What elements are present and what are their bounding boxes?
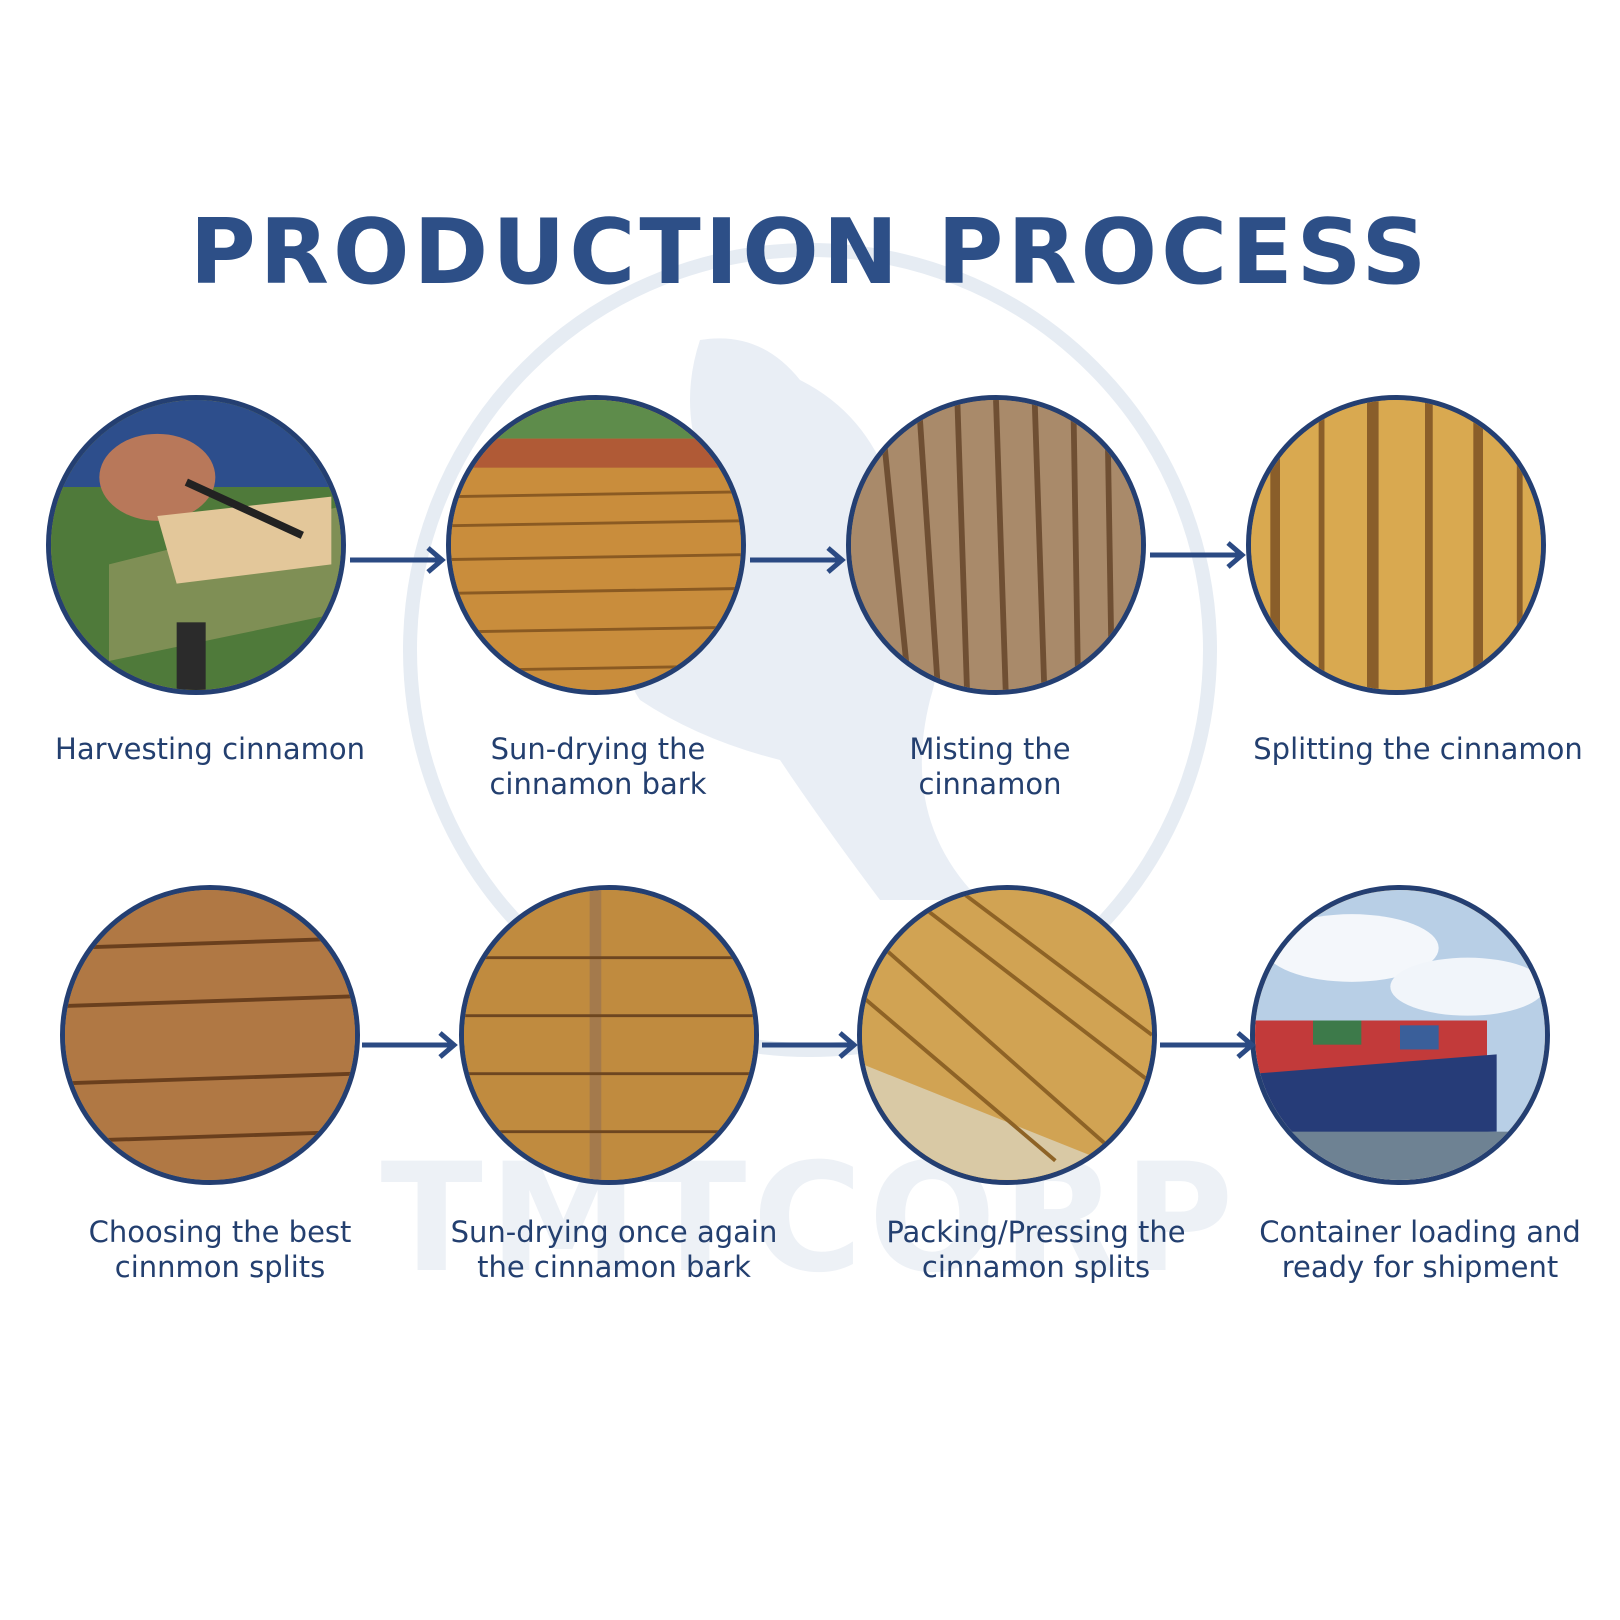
sun-drying-photo xyxy=(446,395,746,695)
container-ship-photo xyxy=(1250,885,1550,1185)
misting-photo xyxy=(846,395,1146,695)
arrow-right-icon xyxy=(1160,1030,1260,1060)
packing-photo xyxy=(857,885,1157,1185)
step-label-splitting: Splitting the cinnamon xyxy=(1253,732,1583,766)
step-label-sun-drying-again: Sun-drying once again the cinnamon bark xyxy=(450,1215,778,1284)
harvesting-photo xyxy=(46,395,346,695)
step-label-choosing: Choosing the best cinnmon splits xyxy=(88,1215,352,1284)
step-label-packing: Packing/Pressing the cinnamon splits xyxy=(886,1215,1186,1284)
choosing-splits-photo xyxy=(60,885,360,1185)
arrow-right-icon xyxy=(1150,540,1250,570)
arrow-right-icon xyxy=(762,1030,862,1060)
page-title: PRODUCTION PROCESS xyxy=(189,200,1431,305)
splitting-photo xyxy=(1246,395,1546,695)
step-label-harvesting: Harvesting cinnamon xyxy=(55,732,365,766)
arrow-right-icon xyxy=(750,545,850,575)
sun-drying-again-photo xyxy=(459,885,759,1185)
step-label-container: Container loading and ready for shipment xyxy=(1259,1215,1581,1284)
arrow-right-icon xyxy=(350,545,450,575)
step-label-misting: Misting the cinnamon xyxy=(909,732,1071,801)
step-label-sun-drying: Sun-drying the cinnamon bark xyxy=(489,732,707,801)
arrow-right-icon xyxy=(362,1030,462,1060)
